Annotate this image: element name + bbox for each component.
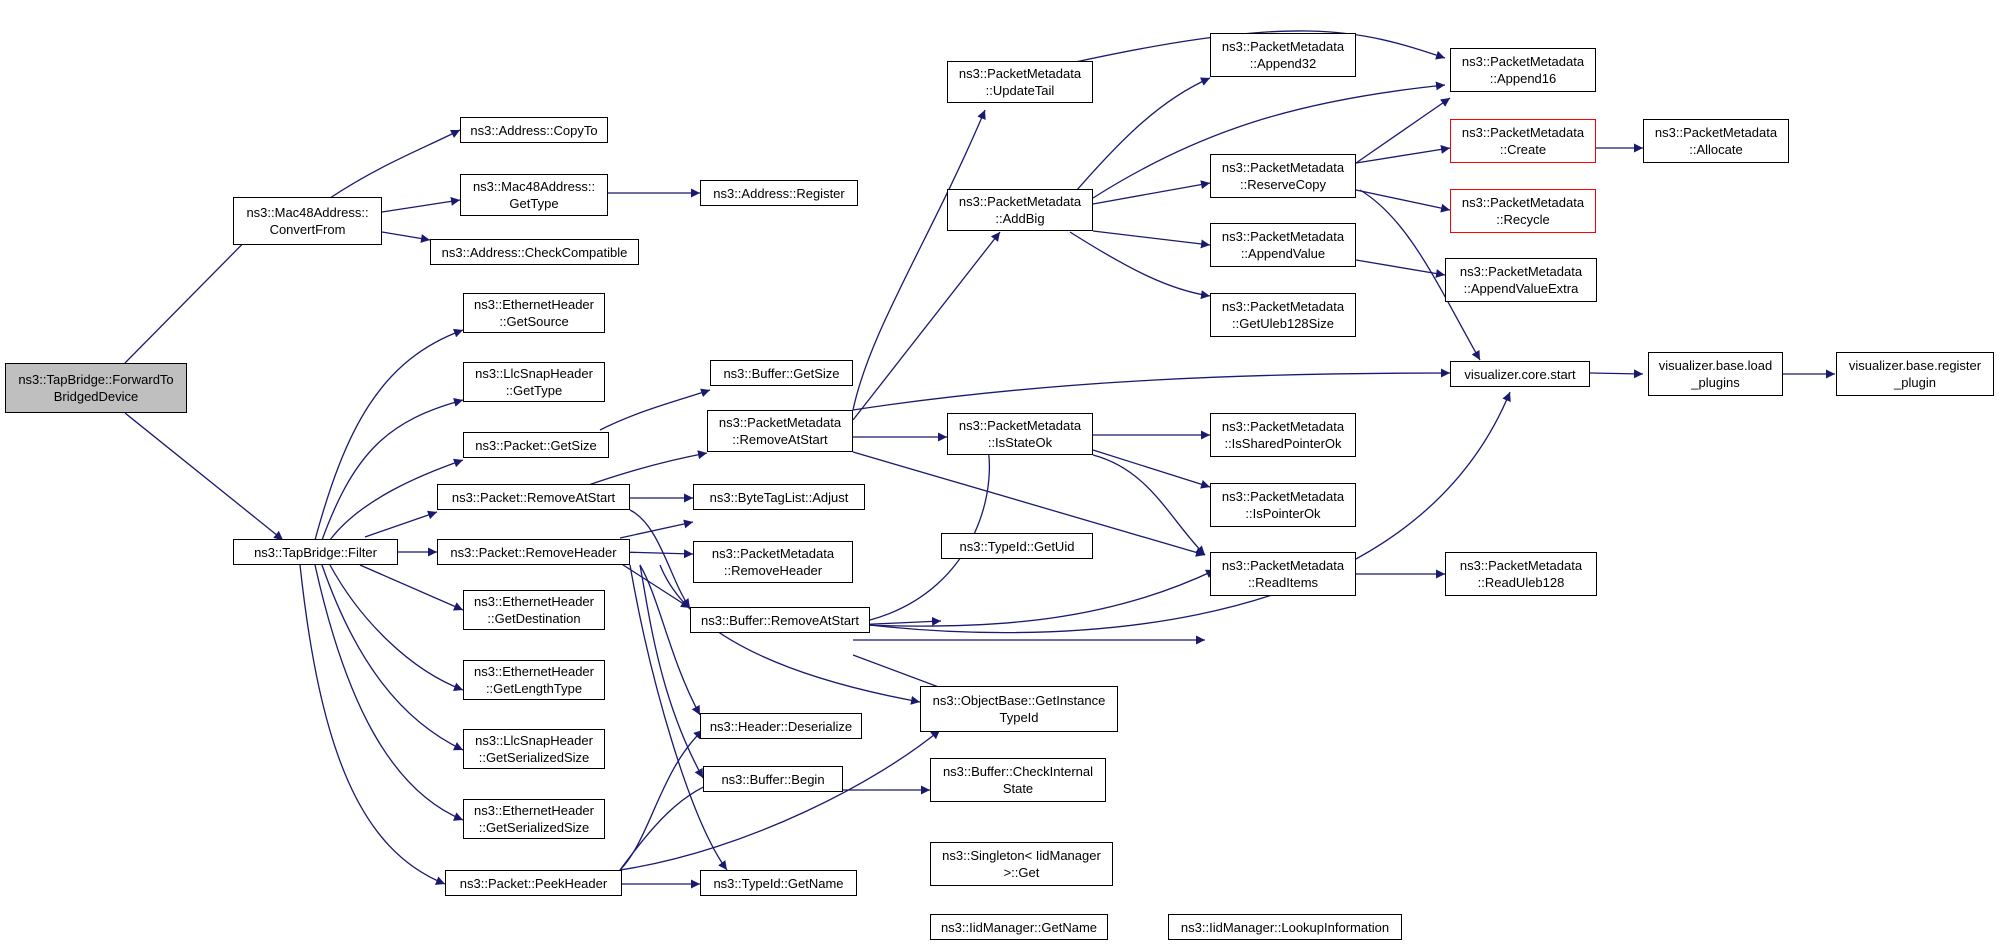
node-buffer-begin[interactable]: ns3::Buffer::Begin <box>703 766 843 792</box>
edge <box>329 458 464 541</box>
node-visualizer-base-register-plugin[interactable]: visualizer.base.register _plugin <box>1836 352 1994 396</box>
edge <box>381 196 461 213</box>
node-buffer-checkinternalstate[interactable]: ns3::Buffer::CheckInternal State <box>930 758 1106 802</box>
edge <box>359 564 464 611</box>
edge <box>314 564 464 821</box>
node-objectbase-getinstancetypeid[interactable]: ns3::ObjectBase::GetInstance TypeId <box>920 686 1118 732</box>
node-packetmetadata-getuleb128size[interactable]: ns3::PacketMetadata ::GetUleb128Size <box>1210 293 1356 337</box>
node-packetmetadata-appendvalue[interactable]: ns3::PacketMetadata ::AppendValue <box>1210 223 1356 267</box>
edge <box>124 412 284 541</box>
node-iidmanager-getname[interactable]: ns3::IidManager::GetName <box>930 914 1108 940</box>
edge <box>862 569 1216 627</box>
node-llcsnapheader-gettype[interactable]: ns3::LlcSnapHeader ::GetType <box>463 362 605 402</box>
node-packetmetadata-readuleb128[interactable]: ns3::PacketMetadata ::ReadUleb128 <box>1445 552 1597 596</box>
edge <box>619 562 691 609</box>
edge <box>619 519 694 539</box>
node-packet-removeatstart[interactable]: ns3::Packet::RemoveAtStart <box>437 484 630 510</box>
node-packet-getsize[interactable]: ns3::Packet::GetSize <box>463 432 609 458</box>
edge <box>869 391 1511 634</box>
edge <box>852 451 1206 557</box>
node-typeid-getname[interactable]: ns3::TypeId::GetName <box>700 870 857 896</box>
node-visualizer-base-load-plugins[interactable]: visualizer.base.load _plugins <box>1648 352 1783 396</box>
edge <box>1355 189 1451 213</box>
edge <box>639 564 704 779</box>
node-packetmetadata-removeatstart[interactable]: ns3::PacketMetadata ::RemoveAtStart <box>707 410 853 452</box>
edge <box>599 388 711 431</box>
node-packetmetadata-addbig[interactable]: ns3::PacketMetadata ::AddBig <box>947 189 1093 231</box>
node-packetmetadata-append32[interactable]: ns3::PacketMetadata ::Append32 <box>1210 33 1356 77</box>
node-packetmetadata-updatetail[interactable]: ns3::PacketMetadata ::UpdateTail <box>947 61 1093 103</box>
node-iidmanager-lookupinformation[interactable]: ns3::IidManager::LookupInformation <box>1168 914 1402 940</box>
edge <box>852 231 1001 421</box>
node-packetmetadata-isstateok[interactable]: ns3::PacketMetadata ::IsStateOk <box>947 413 1093 455</box>
node-address-checkcompatible[interactable]: ns3::Address::CheckCompatible <box>430 239 639 265</box>
edge <box>1069 231 1211 300</box>
edge <box>321 398 464 541</box>
node-ethernetheader-getsource[interactable]: ns3::EthernetHeader ::GetSource <box>463 293 605 333</box>
node-visualizer-core-start[interactable]: visualizer.core.start <box>1450 361 1590 387</box>
node-llcsnapheader-getserializedsize[interactable]: ns3::LlcSnapHeader ::GetSerializedSize <box>463 729 605 769</box>
edge <box>619 729 941 871</box>
node-packet-peekheader[interactable]: ns3::Packet::PeekHeader <box>445 870 622 896</box>
node-packetmetadata-allocate[interactable]: ns3::PacketMetadata ::Allocate <box>1643 119 1789 163</box>
edge <box>852 109 986 411</box>
node-ethernetheader-getlengthtype[interactable]: ns3::EthernetHeader ::GetLengthType <box>463 660 605 700</box>
node-packetmetadata-removeheader[interactable]: ns3::PacketMetadata ::RemoveHeader <box>693 541 853 583</box>
edge <box>619 549 694 559</box>
edge <box>1039 30 1446 71</box>
node-packetmetadata-recycle[interactable]: ns3::PacketMetadata ::Recycle <box>1450 189 1596 233</box>
node-packetmetadata-appendvalueextra[interactable]: ns3::PacketMetadata ::AppendValueExtra <box>1445 258 1597 302</box>
edge <box>1355 259 1446 278</box>
edge <box>852 368 1451 411</box>
node-packetmetadata-append16[interactable]: ns3::PacketMetadata ::Append16 <box>1450 48 1596 92</box>
edge <box>314 328 464 541</box>
node-packet-removeheader[interactable]: ns3::Packet::RemoveHeader <box>437 539 630 565</box>
node-typeid-getuid[interactable]: ns3::TypeId::GetUid <box>941 533 1093 559</box>
node-packetmetadata-create[interactable]: ns3::PacketMetadata ::Create <box>1450 119 1596 163</box>
node-buffer-removeatstart[interactable]: ns3::Buffer::RemoveAtStart <box>690 607 870 633</box>
node-mac48address-convertfrom[interactable]: ns3::Mac48Address:: ConvertFrom <box>233 197 382 245</box>
edge <box>381 231 431 243</box>
edge <box>1069 77 1211 199</box>
edge <box>321 564 464 751</box>
node-packetmetadata-readitems[interactable]: ns3::PacketMetadata ::ReadItems <box>1210 552 1356 596</box>
node-address-register[interactable]: ns3::Address::Register <box>700 180 858 206</box>
edge <box>629 564 728 871</box>
edge <box>659 564 921 705</box>
node-ethernetheader-getserializedsize[interactable]: ns3::EthernetHeader ::GetSerializedSize <box>463 799 605 839</box>
node-bytetaglist-adjust[interactable]: ns3::ByteTagList::Adjust <box>693 484 865 510</box>
node-address-copyto[interactable]: ns3::Address::CopyTo <box>460 117 608 143</box>
edge <box>1355 97 1451 164</box>
node-packetmetadata-issharedpointerok[interactable]: ns3::PacketMetadata ::IsSharedPointerOk <box>1210 413 1356 457</box>
node-packetmetadata-reservecopy[interactable]: ns3::PacketMetadata ::ReserveCopy <box>1210 154 1356 198</box>
node-mac48address-gettype[interactable]: ns3::Mac48Address:: GetType <box>460 174 608 216</box>
edge <box>364 510 438 538</box>
edge <box>1092 230 1211 249</box>
edge <box>639 564 701 716</box>
edge <box>619 729 704 871</box>
node-packetmetadata-ispointerok[interactable]: ns3::PacketMetadata ::IsPointerOk <box>1210 483 1356 527</box>
edge <box>299 564 446 885</box>
edge <box>579 450 708 489</box>
edge <box>329 129 461 199</box>
edge <box>1092 81 1446 199</box>
edge <box>629 509 691 609</box>
edge <box>1355 144 1451 164</box>
node-buffer-getsize[interactable]: ns3::Buffer::GetSize <box>710 360 853 386</box>
node-header-deserialize[interactable]: ns3::Header::Deserialize <box>700 713 862 739</box>
edge <box>329 564 464 692</box>
edge <box>1092 180 1211 205</box>
edge <box>1092 454 1206 556</box>
edge <box>1359 189 1481 361</box>
edge <box>1589 369 1644 379</box>
node-singleton-iidmanager-get[interactable]: ns3::Singleton< IidManager >::Get <box>930 842 1113 886</box>
edge <box>869 436 993 621</box>
node-forward-to-bridged-device[interactable]: ns3::TapBridge::ForwardTo BridgedDevice <box>5 363 187 413</box>
node-ethernetheader-getdestination[interactable]: ns3::EthernetHeader ::GetDestination <box>463 590 605 630</box>
edge <box>1092 449 1211 489</box>
node-tapbridge-filter[interactable]: ns3::TapBridge::Filter <box>233 539 398 565</box>
